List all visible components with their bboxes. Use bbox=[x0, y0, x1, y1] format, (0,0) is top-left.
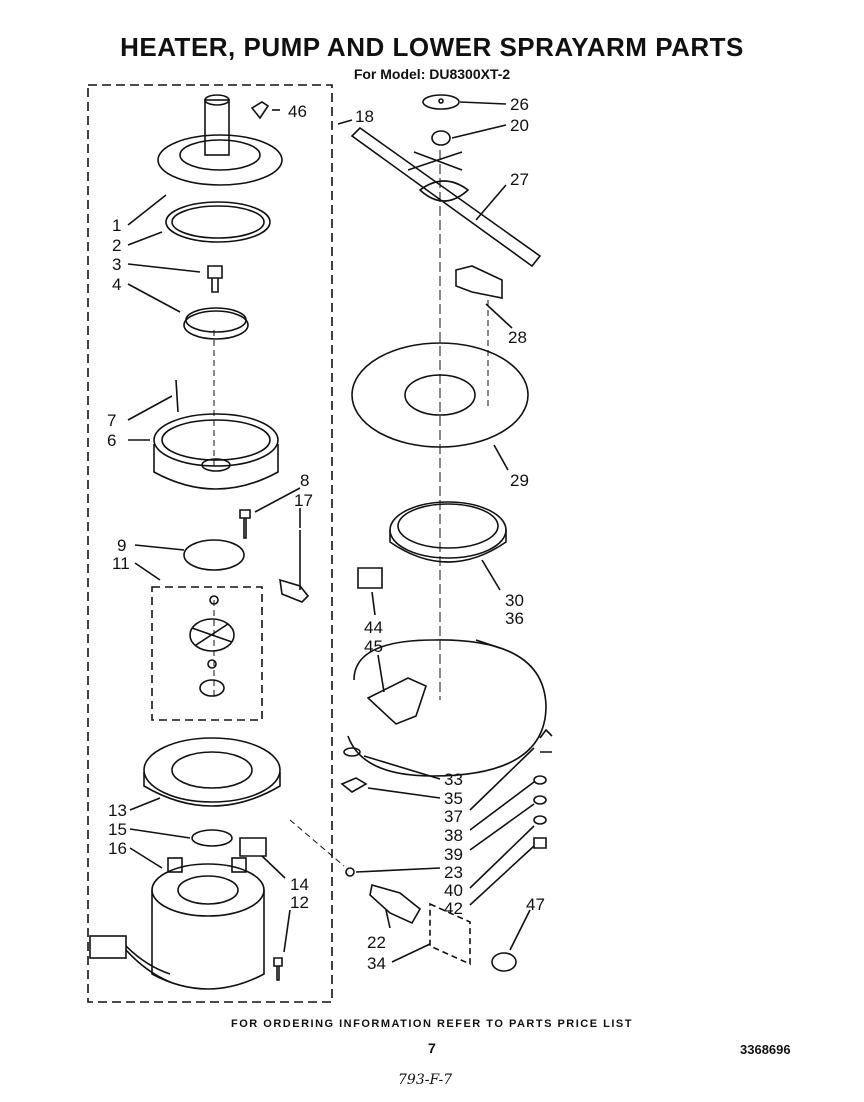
seal-part bbox=[389, 501, 507, 559]
deflector-part bbox=[455, 265, 503, 299]
fastener-46 bbox=[250, 101, 270, 120]
callout-11: 11 bbox=[112, 554, 130, 573]
washer-part bbox=[422, 94, 460, 110]
callout-33: 33 bbox=[444, 770, 463, 789]
callout-22: 22 bbox=[367, 933, 386, 952]
heater-terminal-part bbox=[369, 883, 422, 925]
callout-36: 36 bbox=[505, 609, 524, 628]
callout-37: 37 bbox=[444, 807, 463, 826]
impeller-group-outline bbox=[151, 586, 263, 721]
callout-40: 40 bbox=[444, 881, 463, 900]
callout-34: 34 bbox=[367, 954, 386, 973]
callout-20: 20 bbox=[510, 116, 529, 135]
plate-part bbox=[183, 539, 245, 571]
assembly-group-outline bbox=[87, 84, 333, 1003]
heater-element-part bbox=[347, 639, 547, 777]
callout-1: 1 bbox=[112, 216, 121, 235]
disc-part bbox=[183, 310, 249, 340]
handwritten-code: 793-F-7 bbox=[398, 1072, 453, 1088]
callout-13: 13 bbox=[108, 801, 127, 820]
tub-plate-part bbox=[351, 342, 529, 448]
pump-cover-part bbox=[157, 94, 283, 186]
callout-14: 14 bbox=[290, 875, 309, 894]
callout-35: 35 bbox=[444, 789, 463, 808]
callout-23: 23 bbox=[444, 863, 463, 882]
callout-30: 30 bbox=[505, 591, 524, 610]
page-number: 7 bbox=[428, 1040, 436, 1056]
callout-4: 4 bbox=[112, 275, 121, 294]
callout-45: 45 bbox=[364, 637, 383, 656]
callout-29: 29 bbox=[510, 471, 529, 490]
callout-8: 8 bbox=[300, 471, 309, 490]
callout-7: 7 bbox=[107, 411, 116, 430]
model-subtitle: For Model: DU8300XT-2 bbox=[353, 66, 511, 82]
callout-9: 9 bbox=[117, 536, 126, 555]
sprayarm-part bbox=[350, 126, 542, 268]
callout-26: 26 bbox=[510, 95, 529, 114]
document-number: 3368696 bbox=[740, 1042, 791, 1057]
bolt-part bbox=[207, 265, 223, 293]
callout-17: 17 bbox=[294, 491, 313, 510]
callout-18: 18 bbox=[355, 107, 374, 126]
callout-27: 27 bbox=[510, 170, 529, 189]
callout-2: 2 bbox=[112, 236, 121, 255]
callout-44: 44 bbox=[364, 618, 383, 637]
callout-47: 47 bbox=[526, 895, 545, 914]
wire-connector bbox=[89, 935, 127, 959]
callout-16: 16 bbox=[108, 839, 127, 858]
motor-part bbox=[151, 857, 265, 990]
nut-part bbox=[491, 952, 517, 972]
callout-6: 6 bbox=[107, 431, 116, 450]
callout-46: 46 bbox=[288, 102, 307, 121]
callout-28: 28 bbox=[508, 328, 527, 347]
lower-housing-part bbox=[143, 737, 281, 807]
page-title: HEATER, PUMP AND LOWER SPRAYARM PARTS bbox=[120, 32, 744, 62]
callout-15: 15 bbox=[108, 820, 127, 839]
callout-38: 38 bbox=[444, 826, 463, 845]
callout-12: 12 bbox=[290, 893, 309, 912]
ordering-note: FOR ORDERING INFORMATION REFER TO PARTS … bbox=[231, 1018, 633, 1030]
callout-3: 3 bbox=[112, 255, 121, 274]
callout-39: 39 bbox=[444, 845, 463, 864]
pump-housing-part bbox=[153, 413, 279, 490]
seal-ring-part bbox=[165, 201, 271, 243]
callout-42: 42 bbox=[444, 899, 463, 918]
impeller-part bbox=[189, 595, 235, 697]
